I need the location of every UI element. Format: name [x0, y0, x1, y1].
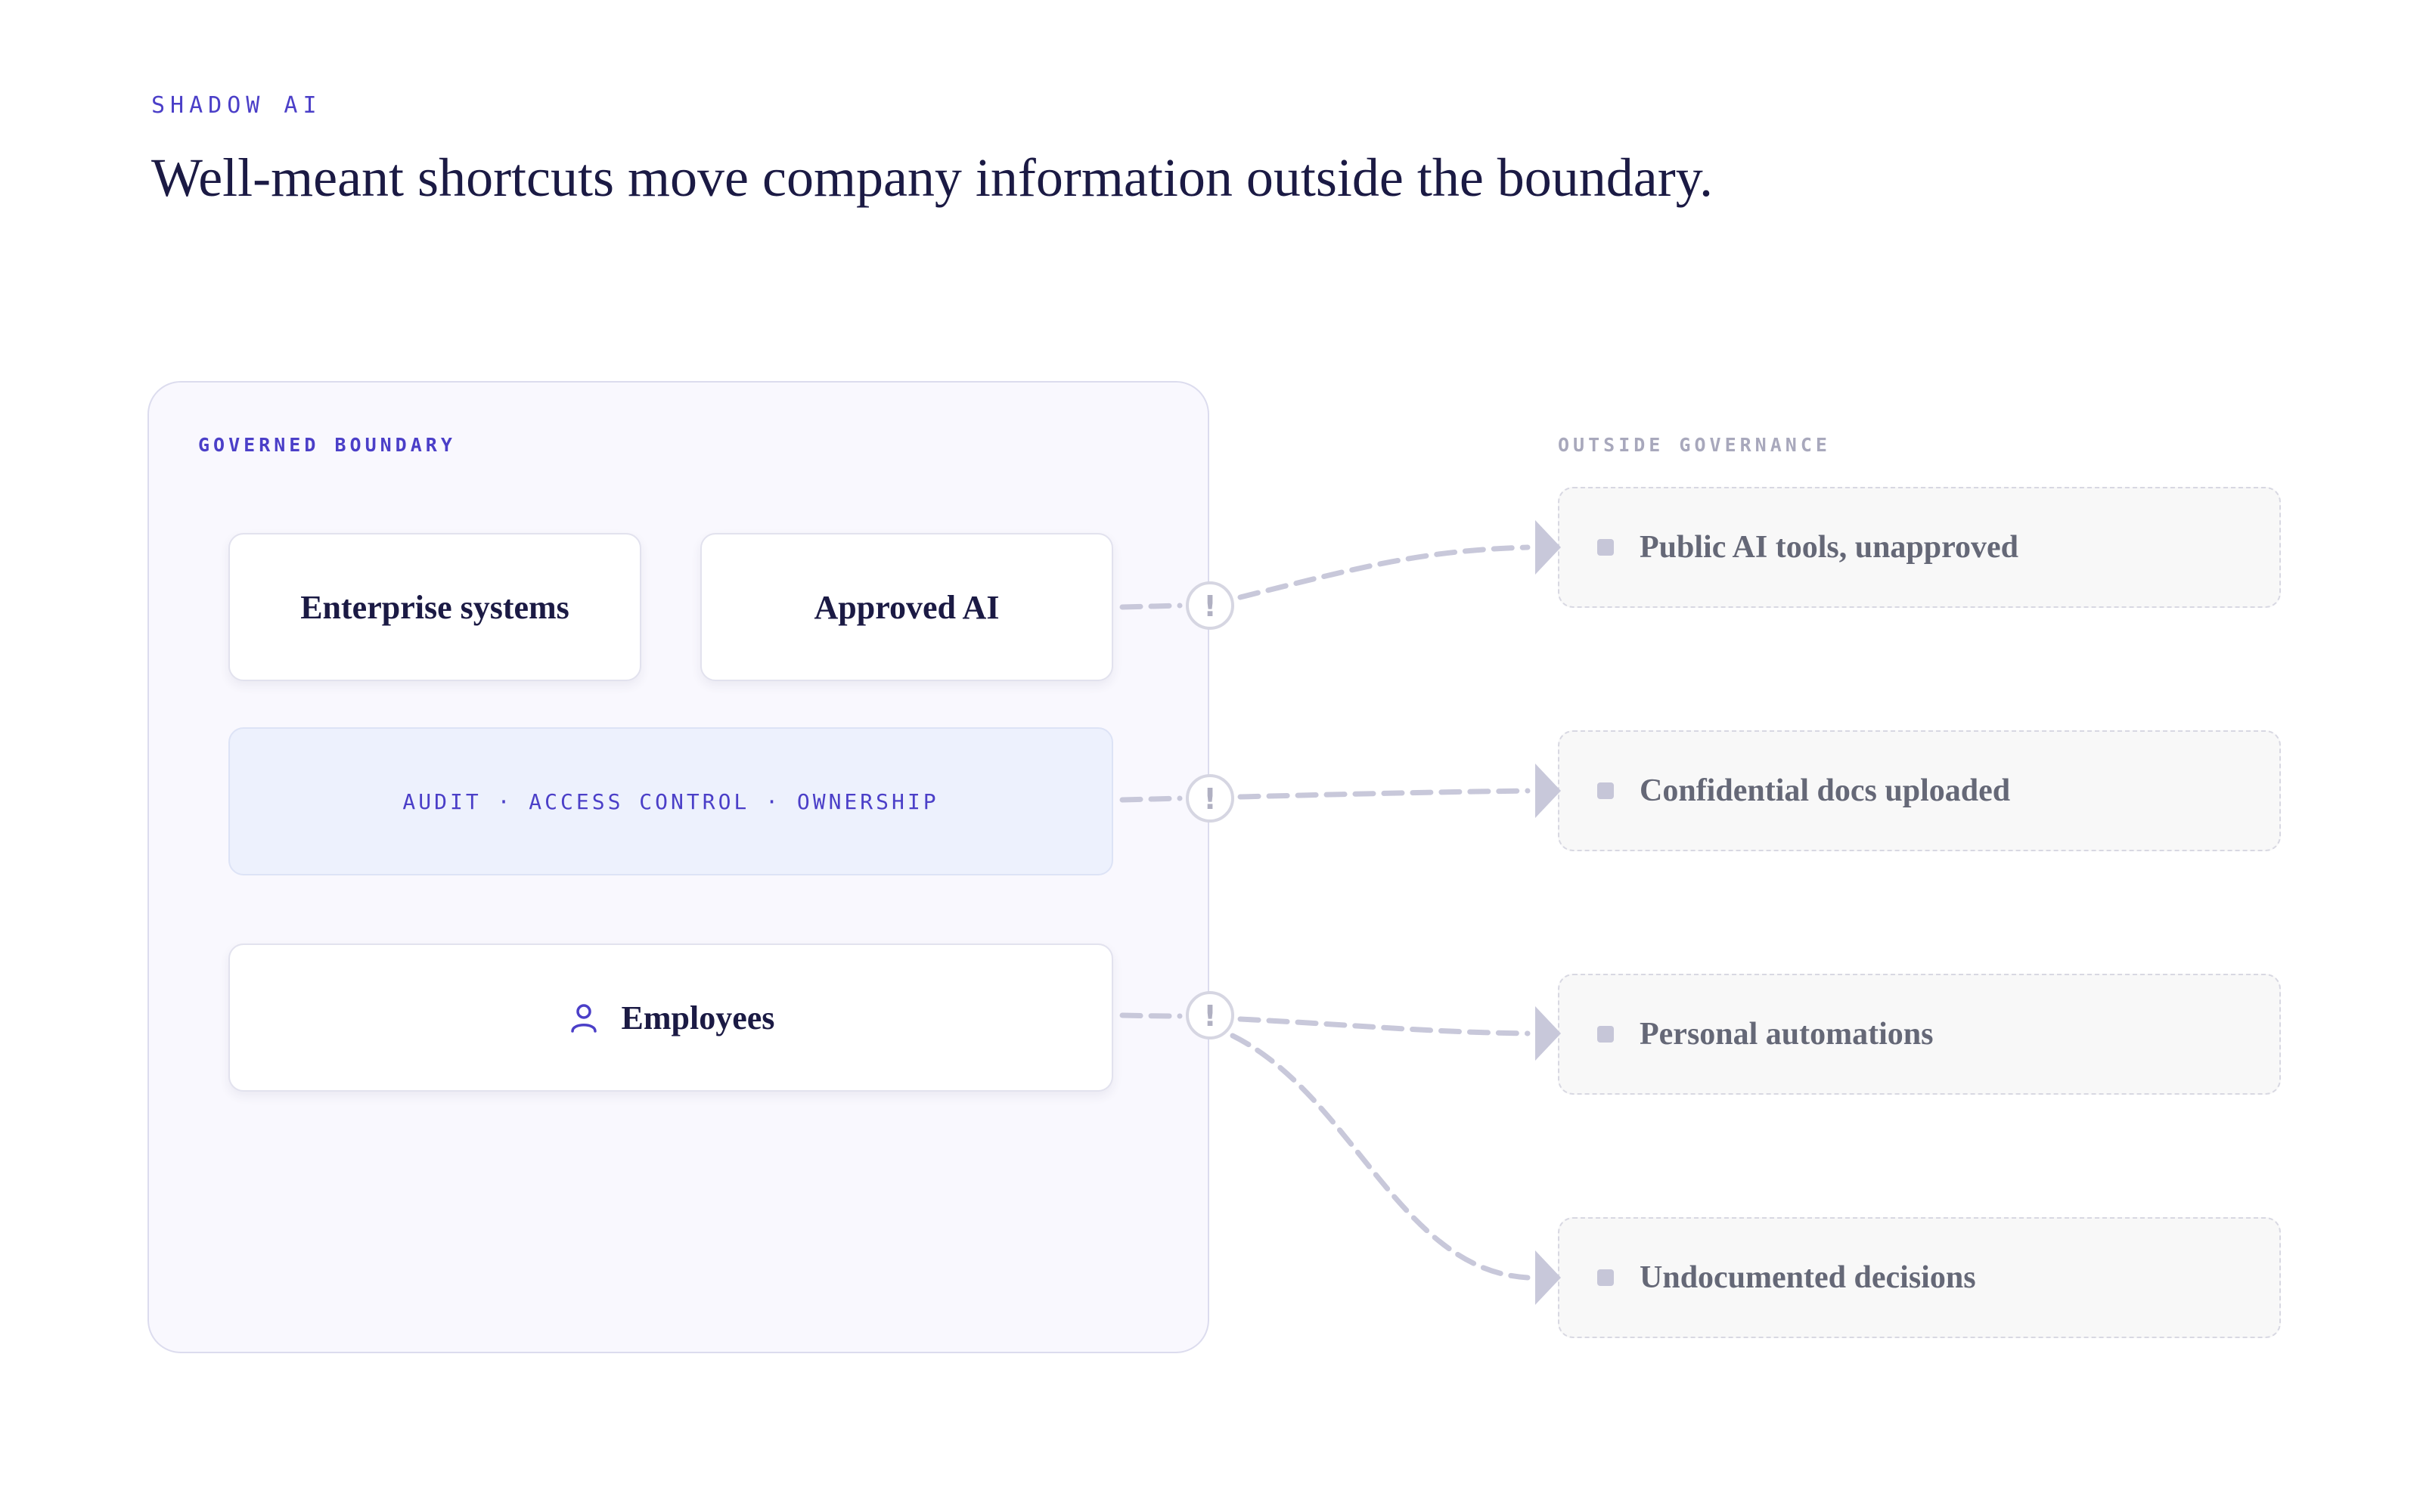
risk-item-label: Confidential docs uploaded	[1640, 773, 2011, 808]
risk-item-label: Undocumented decisions	[1640, 1260, 1976, 1295]
flow-line	[1237, 788, 1531, 800]
risk-item-confidential-docs: Confidential docs uploaded	[1558, 730, 2281, 851]
approved-ai-label: Approved AI	[814, 588, 1000, 626]
arrowhead-icon	[1535, 1006, 1561, 1061]
risk-item-undocumented-decisions: Undocumented decisions	[1558, 1217, 2281, 1338]
square-bullet-icon	[1597, 1269, 1614, 1286]
square-bullet-icon	[1597, 539, 1614, 556]
approved-ai-card: Approved AI	[700, 533, 1113, 681]
square-bullet-icon	[1597, 782, 1614, 799]
flow-line	[1237, 1016, 1531, 1036]
person-icon	[567, 1001, 600, 1034]
controls-band: AUDIT · ACCESS CONTROL · OWNERSHIP	[228, 727, 1113, 875]
arrowhead-icon	[1535, 1250, 1561, 1305]
risk-item-personal-automations: Personal automations	[1558, 974, 2281, 1095]
flow-line	[1230, 1033, 1531, 1281]
arrowhead-icon	[1535, 520, 1561, 575]
page-title: Well-meant shortcuts move company inform…	[151, 147, 1714, 208]
risk-item-public-ai-tools: Public AI tools, unapproved	[1558, 487, 2281, 608]
enterprise-systems-card: Enterprise systems	[228, 533, 641, 681]
outside-governance-label: OUTSIDE GOVERNANCE	[1558, 434, 1831, 456]
risk-item-label: Public AI tools, unapproved	[1640, 530, 2019, 565]
employees-card: Employees	[228, 943, 1113, 1092]
risk-item-label: Personal automations	[1640, 1017, 1934, 1052]
governed-boundary-label: GOVERNED BOUNDARY	[198, 434, 456, 456]
employees-label: Employees	[621, 999, 775, 1036]
controls-label: AUDIT · ACCESS CONTROL · OWNERSHIP	[402, 789, 939, 814]
enterprise-systems-label: Enterprise systems	[300, 588, 569, 626]
eyebrow-label: SHADOW AI	[151, 92, 322, 119]
square-bullet-icon	[1597, 1026, 1614, 1043]
arrowhead-icon	[1535, 764, 1561, 818]
flow-line	[1237, 544, 1531, 600]
